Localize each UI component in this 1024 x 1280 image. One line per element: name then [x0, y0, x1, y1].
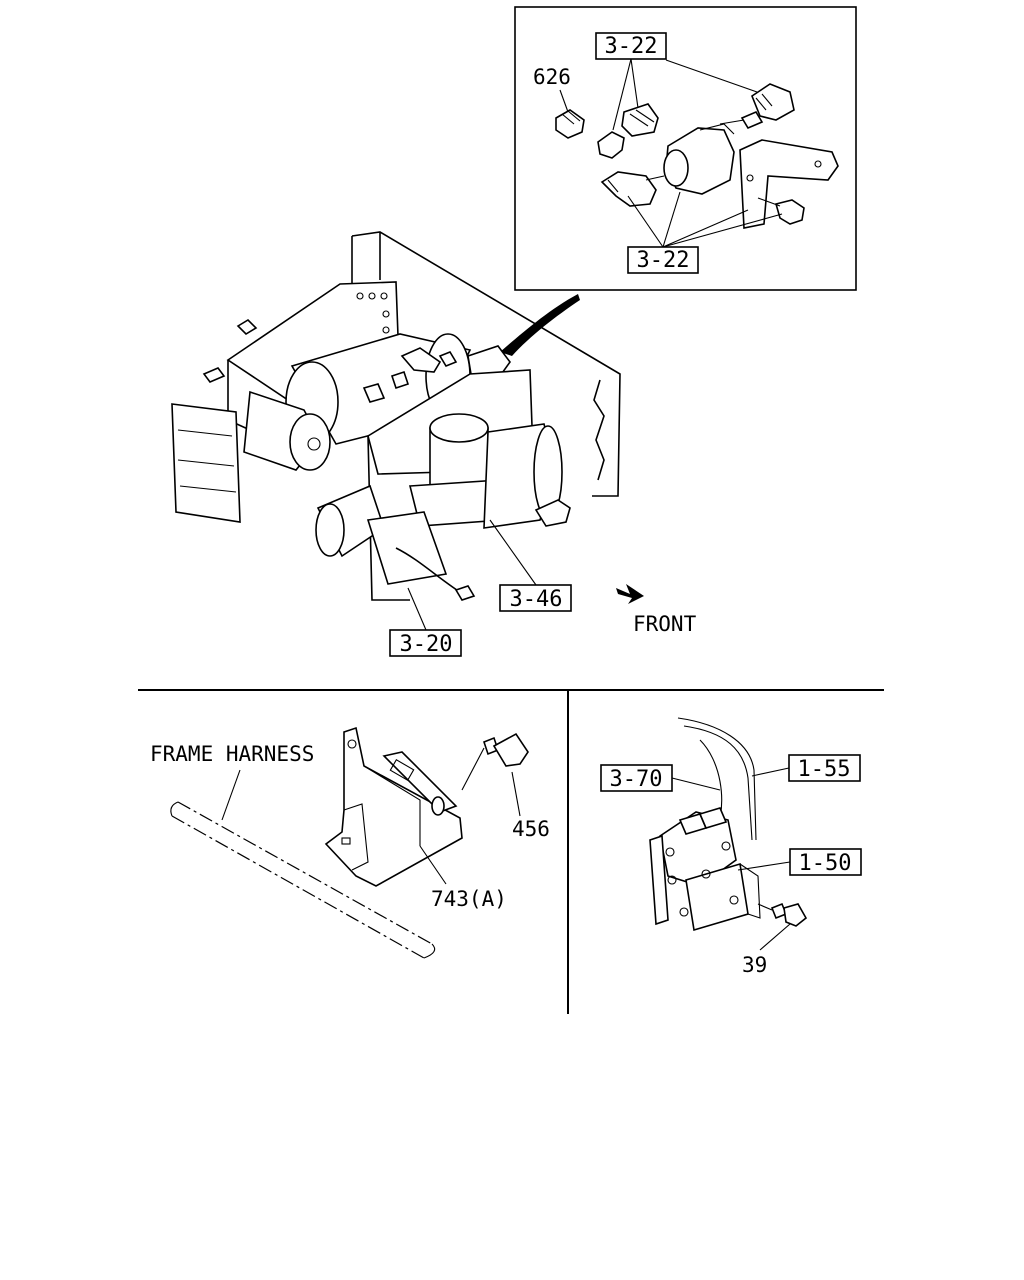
sensor-626	[555, 109, 585, 139]
valve-bracket-panel: 3-70 1-55 1-50	[600, 717, 862, 977]
cylinder-front	[243, 390, 331, 471]
frame-rail	[351, 231, 621, 497]
valve-assembly	[663, 123, 839, 229]
bracket-743a	[324, 726, 463, 887]
part-743a-label: 743(A)	[431, 887, 507, 911]
arrow-right-down-icon	[616, 584, 644, 604]
callout-3-20: 3-20	[400, 632, 453, 657]
callout-3-70: 3-70	[610, 767, 663, 792]
bracket-left	[226, 281, 399, 405]
callout-1-50: 1-50	[799, 851, 852, 876]
straight-fitting	[621, 103, 659, 137]
callout-3-46: 3-46	[510, 587, 563, 612]
callout-1-55: 1-55	[798, 757, 851, 782]
part-39-label: 39	[742, 953, 767, 977]
inset-frame	[514, 6, 857, 291]
air-tank-lower	[315, 484, 385, 558]
bolt-456	[461, 732, 529, 791]
frame-harness-tube	[170, 801, 436, 959]
elbow-fitting-small	[597, 131, 625, 159]
callout-3-22-lower: 3-22	[637, 248, 690, 273]
tube-1-55	[677, 717, 757, 841]
main-assembly: 3-46 3-20 FRONT	[171, 231, 697, 657]
air-dryer-canister	[408, 413, 503, 527]
elbow-fitting-lower	[600, 171, 665, 207]
inset-leader-wedge	[500, 294, 580, 356]
elbow-fitting-upper-right	[740, 83, 795, 130]
frame-harness-label: FRAME HARNESS	[150, 742, 314, 766]
frame-harness-panel: FRAME HARNESS 456 743(A)	[150, 726, 550, 959]
front-label: FRONT	[633, 612, 697, 636]
air-tank-right	[483, 423, 571, 529]
top-inset-detail: 3-22 626	[514, 6, 857, 291]
part-626-label: 626	[533, 65, 571, 89]
bolt-39	[757, 902, 808, 927]
part-456-label: 456	[512, 817, 550, 841]
bolt-inset	[757, 197, 805, 225]
valve-block	[649, 807, 761, 932]
bracket-lower	[366, 511, 448, 585]
callout-3-22-upper: 3-22	[605, 34, 658, 59]
mount-plate-left	[171, 403, 241, 523]
